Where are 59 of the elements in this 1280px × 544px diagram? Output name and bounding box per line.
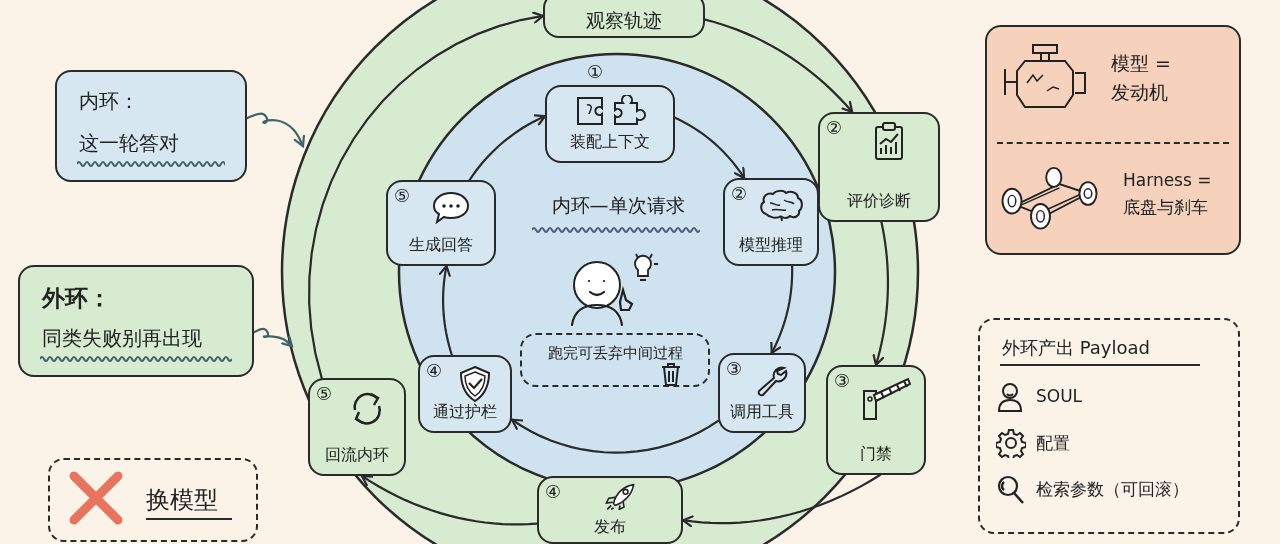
arrow <box>872 220 889 367</box>
arrow <box>252 327 294 348</box>
step-number: ④ <box>426 362 443 380</box>
list-item: SOUL <box>1036 386 1083 406</box>
callout-box <box>18 265 254 377</box>
step-label: 回流内环 <box>324 445 390 466</box>
step-number: ① <box>587 63 604 81</box>
arrow <box>703 18 854 114</box>
analogy-panel <box>985 25 1241 255</box>
arrow <box>681 473 882 528</box>
step-card <box>826 365 926 475</box>
step-card <box>386 180 496 266</box>
step-label: 发布 <box>593 517 627 538</box>
panel-heading: 外环产出 Payload <box>1002 336 1150 360</box>
note-text: 跑完可丢弃中间过程 <box>546 344 684 363</box>
step-number: ③ <box>834 372 851 390</box>
list-item: 检索参数（可回滚） <box>1036 478 1189 501</box>
step-label: 门禁 <box>859 444 893 465</box>
step-card <box>418 355 512 433</box>
step-number: ④ <box>545 483 562 501</box>
step-label: 通过护栏 <box>432 402 498 423</box>
step-card <box>537 476 683 544</box>
list-item: 配置 <box>1036 432 1070 455</box>
callout-text: 同类失败别再出现 <box>42 325 202 352</box>
step-label: 评价诊断 <box>846 191 912 212</box>
callout-heading: 外环： <box>42 284 111 313</box>
step-label: 观察轨迹 <box>585 8 663 33</box>
step-label: 装配上下文 <box>569 132 651 153</box>
step-label: 模型推理 <box>738 235 804 256</box>
callout-heading: 内环： <box>79 88 139 115</box>
note-box <box>520 333 710 387</box>
step-label: 生成回答 <box>408 235 474 256</box>
step-label: 调用工具 <box>729 402 795 423</box>
analogy-text: Harness = 底盘与刹车 <box>1123 169 1213 220</box>
step-card <box>308 378 406 476</box>
section-title: 内环—单次请求 <box>550 193 686 218</box>
arrow <box>673 116 746 180</box>
arrow <box>245 112 305 148</box>
step-number: ⑤ <box>316 385 333 403</box>
note-text: 换模型 <box>146 485 218 516</box>
step-card <box>718 353 806 433</box>
arrow <box>438 264 453 357</box>
arrow <box>770 264 794 355</box>
arrow <box>308 11 545 380</box>
step-number: ② <box>731 185 748 203</box>
step-number: ③ <box>726 360 743 378</box>
step-card <box>543 0 705 38</box>
arrow <box>360 474 539 526</box>
step-card <box>818 112 940 222</box>
note-box <box>48 458 258 542</box>
callout-text: 这一轮答对 <box>79 130 179 157</box>
arrow <box>468 114 547 182</box>
step-number: ② <box>826 119 843 137</box>
analogy-text: 模型 = 发动机 <box>1111 51 1172 105</box>
step-number: ⑤ <box>394 187 411 205</box>
step-card <box>723 178 819 266</box>
output-panel <box>978 318 1240 534</box>
arrow <box>510 418 720 454</box>
callout-box <box>55 70 247 182</box>
